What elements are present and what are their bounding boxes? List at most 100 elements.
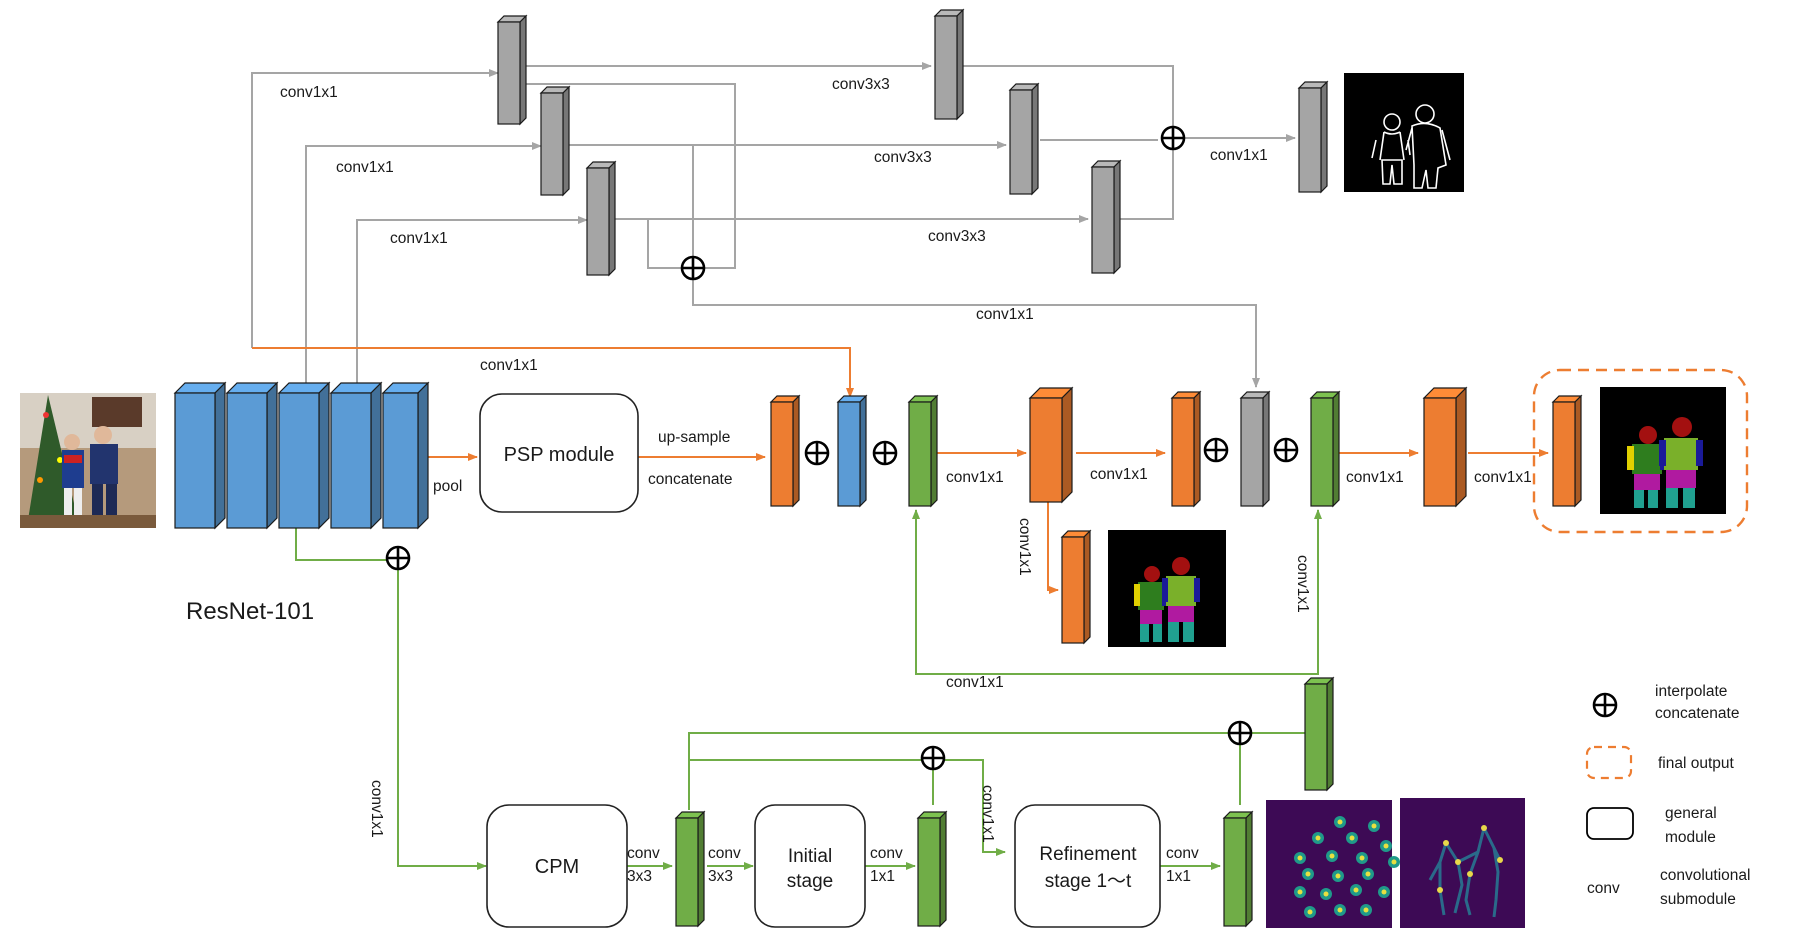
- pose-block: [674, 810, 706, 928]
- keypoint-peak: [1297, 855, 1303, 861]
- parsing-block: [1170, 390, 1202, 508]
- keypoint-peak: [1305, 871, 1311, 877]
- edge-conv-block: [1008, 82, 1040, 196]
- interpolate-concat-icon: [680, 255, 706, 281]
- final-output-block: [1551, 394, 1583, 508]
- keypoint-peak: [1307, 909, 1313, 915]
- conv-label: conv1x1: [390, 230, 448, 247]
- parsing-block: [1028, 386, 1074, 504]
- conv-label: conv1x1: [1346, 469, 1404, 486]
- keypoint-peak: [1383, 843, 1389, 849]
- interpolate-concat-icon: [385, 545, 411, 571]
- keypoint-peak: [1363, 907, 1369, 913]
- legend-concatenate: concatenate: [1655, 705, 1739, 722]
- keypoint-peak: [1337, 907, 1343, 913]
- conv-label: conv1x1: [946, 469, 1004, 486]
- input-photo: [20, 393, 156, 528]
- psp-module-label: PSP module: [504, 444, 615, 466]
- conv-label: conv1x1: [480, 357, 538, 374]
- keypoint-peak: [1297, 889, 1303, 895]
- refinement-label: Refinement: [1039, 844, 1137, 865]
- resnet-block: [225, 381, 279, 530]
- keypoint-peak: [1359, 855, 1365, 861]
- parsing-block: [836, 394, 868, 508]
- keypoint-peak: [1371, 823, 1377, 829]
- conv-label: conv1x1: [368, 780, 385, 838]
- keypoint-peak: [1349, 835, 1355, 841]
- keypoint-peak: [1323, 891, 1329, 897]
- refinement-stage-label: stage 1〜t: [1045, 871, 1132, 892]
- edge-conv-block: [496, 14, 528, 126]
- module-box-legend-icon: [1586, 807, 1634, 840]
- conv-label: conv1x1: [976, 306, 1034, 323]
- pose-labels: conv1x1 conv1x1 conv1x1 conv1x1 conv 3x3…: [368, 555, 1311, 885]
- pose-block: [916, 810, 948, 928]
- conv-label: conv1x1: [1210, 147, 1268, 164]
- interpolate-concat-icon: [920, 745, 946, 771]
- keypoint-peak: [1353, 887, 1359, 893]
- keypoint-peak: [1335, 873, 1341, 879]
- conv-label: conv1x1: [1294, 555, 1311, 613]
- pose-lines: [295, 509, 1322, 870]
- pose-block: [1222, 810, 1254, 928]
- legend-general: general: [1665, 805, 1717, 822]
- up-sample-label: up-sample: [658, 429, 730, 446]
- legend-conv-key: conv: [1587, 880, 1620, 897]
- edge-conv-block: [933, 8, 965, 121]
- conv-label: conv1x1: [1090, 466, 1148, 483]
- oplus-legend-icon: [1592, 692, 1618, 718]
- legend-final-output: final output: [1658, 755, 1735, 772]
- parsing-block: [1422, 386, 1468, 508]
- edge-conv-block: [585, 160, 617, 277]
- interpolate-concat-icon: [1160, 125, 1186, 151]
- final-output-frame: [1532, 368, 1749, 534]
- legend-submodule: submodule: [1660, 891, 1736, 908]
- conv-label: conv: [627, 845, 660, 862]
- initial-label: Initial: [788, 846, 832, 867]
- conv-label: conv1x1: [1474, 469, 1532, 486]
- edge-output-image: [1344, 73, 1464, 192]
- conv-label: conv: [708, 845, 741, 862]
- edge-conv-block: [539, 85, 571, 197]
- interpolate-concat-icon: [872, 440, 898, 466]
- concatenate-label: concatenate: [648, 471, 732, 488]
- edge-output-block: [1297, 80, 1329, 194]
- conv-label: conv1x1: [946, 674, 1004, 691]
- interpolate-concat-icon: [804, 440, 830, 466]
- fusion-block: [1309, 390, 1341, 508]
- interpolate-concat-icon: [1273, 437, 1299, 463]
- interpolate-concat-icon: [1227, 720, 1253, 746]
- backbone-label: ResNet-101: [186, 598, 314, 625]
- keypoint-peak: [1329, 853, 1335, 859]
- conv-label: conv: [870, 845, 903, 862]
- keypoint-heatmap: [1266, 800, 1400, 928]
- conv-label: conv: [1166, 845, 1199, 862]
- legend-convolutional: convolutional: [1660, 867, 1750, 884]
- cpm-module: CPM: [486, 804, 628, 928]
- final-parsing-image: [1600, 387, 1726, 514]
- keypoint-peak: [1315, 835, 1321, 841]
- psp-module: PSP module: [479, 393, 639, 513]
- keypoint-peak: [1365, 871, 1371, 877]
- resnet-block: [173, 381, 227, 530]
- resnet-block: [277, 381, 331, 530]
- conv-label: conv3x3: [874, 149, 932, 166]
- stage-label: stage: [787, 871, 833, 892]
- conv-label: conv3x3: [832, 76, 890, 93]
- kernel-label: 1x1: [870, 868, 895, 885]
- conv-label: conv1x1: [336, 159, 394, 176]
- intermediate-parsing-image: [1108, 530, 1226, 647]
- conv-label: conv1x1: [1016, 518, 1033, 576]
- kernel-label: 3x3: [627, 868, 652, 885]
- kernel-label: 1x1: [1166, 868, 1191, 885]
- conv-label: conv1x1: [280, 84, 338, 101]
- resnet-block: [381, 381, 430, 530]
- parsing-block: [769, 394, 801, 508]
- edge-branch-labels: conv1x1 conv1x1 conv1x1 conv3x3 conv3x3 …: [280, 76, 1268, 323]
- pool-label: pool: [433, 478, 462, 495]
- refinement-stage-module: Refinement stage 1〜t: [1014, 804, 1161, 928]
- kernel-label: 3x3: [708, 868, 733, 885]
- limb-heatmap: [1400, 798, 1525, 928]
